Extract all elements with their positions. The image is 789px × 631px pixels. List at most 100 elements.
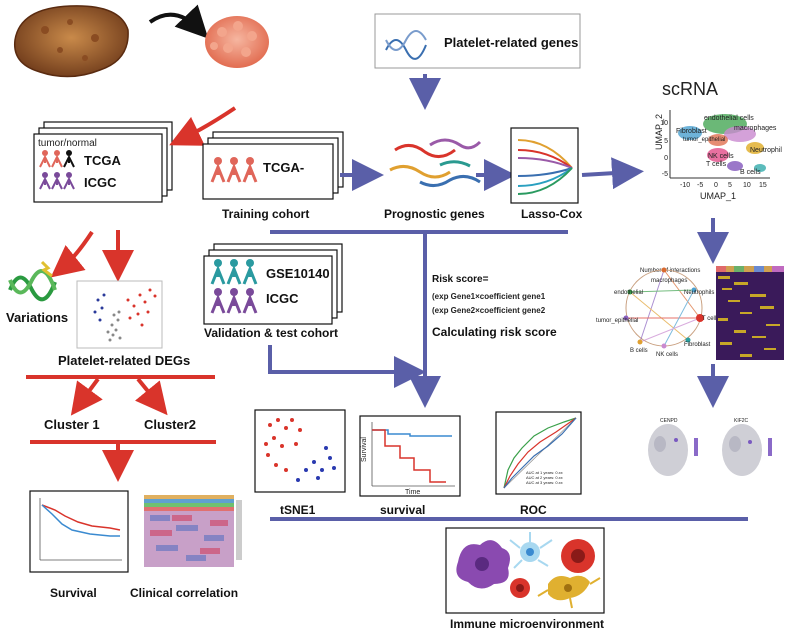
interaction-network: Number of interactions macrophages endot… [596, 267, 719, 358]
survival-label: survival [380, 503, 425, 517]
volcano-plot [76, 280, 163, 349]
risk-score-label: Risk score= [432, 274, 489, 285]
gene-umap-plots: CENPD KIF2C [648, 418, 772, 476]
tcga-icgc-cards: tumor/normal TCGA ICGC [33, 121, 173, 203]
umap-xtick: 5 [728, 182, 732, 189]
network-node-label: B cells [630, 348, 648, 354]
tsne-label: tSNE1 [280, 503, 316, 517]
tsne-plot [254, 409, 346, 493]
cohort-to-variations-arrow [50, 230, 94, 278]
umap-ytick: 10 [660, 120, 668, 127]
umap-cluster-label: tumor_epithelial [683, 137, 725, 143]
people-icon [210, 157, 258, 183]
network-node-label: macrophages [651, 278, 687, 284]
risk-line1: (exp Gene1×coefficient gene1 [432, 292, 546, 301]
umap-ytick: 5 [664, 138, 668, 145]
prognostic-genes-label: Prognostic genes [384, 207, 485, 221]
km-xlabel: Time [405, 489, 420, 496]
network-title: Number of interactions [640, 268, 700, 274]
cluster2-label: Cluster2 [144, 417, 196, 432]
training-cohort-cards: TCGA- [202, 131, 344, 200]
lasso-to-scrna-arrow [581, 157, 644, 190]
red-cell-icon [561, 539, 595, 573]
umap-xtick: 0 [714, 182, 718, 189]
tcga-label: TCGA [84, 153, 121, 168]
platelet-genes-box: Platelet-related genes [374, 13, 581, 69]
network-node-label: T cells [702, 316, 719, 322]
calc-risk-label: Calculating risk score [432, 325, 557, 339]
tumor-cells-image [205, 16, 269, 68]
clinical-caption: Clinical correlation [130, 586, 238, 600]
km-ylabel: Survival [361, 437, 368, 462]
immune-cells-box [445, 527, 605, 614]
network-node-label: Fibroblast [684, 342, 711, 348]
validation-cohort-cards: GSE10140 ICGC [203, 243, 343, 325]
tumor-normal-label: tumor/normal [38, 138, 97, 149]
umap-xlabel: UMAP_1 [700, 191, 736, 201]
tcga-dash-label: TCGA- [263, 160, 304, 175]
platelet-genes-label: Platelet-related genes [444, 35, 578, 50]
cluster1-label: Cluster 1 [44, 417, 100, 432]
umap-ylabel: UMAP_2 [654, 114, 664, 150]
icgc2-label: ICGC [266, 291, 299, 306]
dna-icon [385, 30, 427, 60]
umap-xtick: 15 [759, 182, 767, 189]
cells-to-cohort-arrow [169, 106, 237, 146]
degs-to-cluster2-arrow [134, 377, 168, 416]
roc-label: ROC [520, 503, 547, 517]
gene-label: KIF2C [734, 418, 749, 424]
scrna-title: scRNA [662, 79, 718, 99]
gse-label: GSE10140 [266, 266, 330, 281]
risk-line2: (exp Gene2×coefficient gene2 [432, 306, 546, 315]
roc-legend: AUC at 3 years: 0.xx [526, 480, 563, 485]
people-icon [39, 172, 75, 190]
umap-cluster-label: Neutrophil [750, 147, 782, 154]
small-cell-icon [510, 578, 530, 598]
yellow-cell-icon [537, 575, 601, 609]
people-icon [210, 259, 258, 285]
variations-label: Variations [6, 310, 68, 325]
liver-to-cells-arrow [148, 4, 209, 39]
dendritic-cell-icon [509, 532, 553, 569]
umap-xtick: -10 [680, 182, 690, 189]
validation-to-risk-arrow [268, 345, 426, 388]
umap-xtick: 10 [743, 182, 751, 189]
umap-cluster-label: endothelial cells [704, 115, 754, 122]
validation-label: Validation & test cohort [204, 326, 338, 340]
roc-plot: AUC at 1 years: 0.xx AUC at 2 years: 0.x… [495, 411, 582, 495]
prognostic-genes-icon [389, 138, 482, 187]
network-node-label: NK cells [656, 352, 678, 358]
umap-cluster-label: B cells [740, 169, 761, 176]
people-icon [210, 288, 258, 314]
network-node-label: endothelial [614, 290, 643, 296]
lasso-cox-label: Lasso-Cox [521, 207, 583, 221]
liver-image [13, 5, 129, 78]
icgc-label: ICGC [84, 175, 117, 190]
umap-ytick: -5 [662, 171, 668, 178]
degs-to-cluster1-arrow [70, 377, 103, 416]
network-node-label: tumor_epithelial [596, 318, 638, 324]
umap-cluster-label: macrophages [734, 125, 777, 132]
roc-legend: AUC at 1 years: 0.xx [526, 470, 563, 475]
immune-label: Immune microenvironment [450, 617, 604, 631]
training-cohort-label: Training cohort [222, 207, 309, 221]
umap-xtick: -5 [697, 182, 703, 189]
scrna-heatmap [716, 266, 784, 360]
umap-cluster-label: NK cells [708, 153, 734, 160]
platelet-degs-label: Platelet-related DEGs [58, 353, 190, 368]
survival-km-plot [29, 490, 129, 573]
umap-plot: UMAP_2 10 5 0 -5 -10 -5 0 5 10 15 UMAP_1… [654, 110, 782, 201]
survival-caption: Survival [50, 586, 97, 600]
risk-survival-plot: Survival Time [359, 415, 461, 497]
gene-label: CENPD [660, 418, 678, 424]
roc-legend: AUC at 2 years: 0.xx [526, 475, 563, 480]
umap-cluster-label: Fibroblast [676, 128, 707, 135]
lasso-cox-box [510, 127, 579, 204]
umap-ytick: 0 [664, 155, 668, 162]
network-node-label: Neutrophils [684, 290, 714, 296]
people-icon [39, 150, 75, 168]
macrophage-icon [456, 540, 510, 589]
umap-cluster-label: T cells [706, 161, 727, 168]
dna-variation-icon [8, 260, 57, 302]
